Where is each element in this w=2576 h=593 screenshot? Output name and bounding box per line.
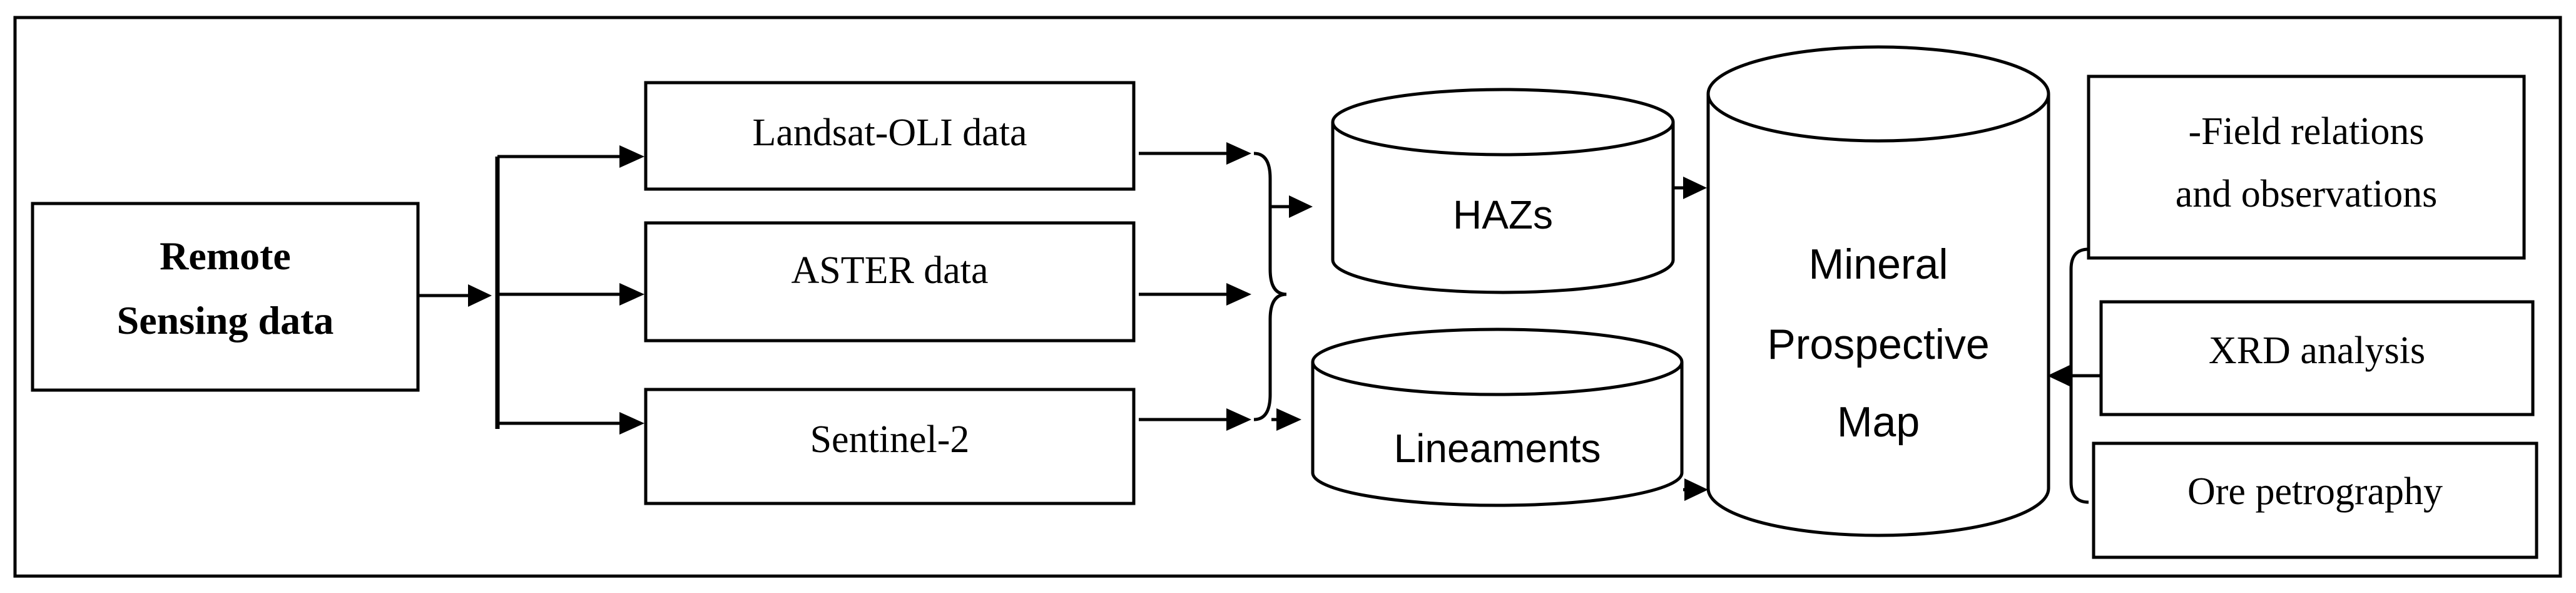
sentinel-label: Sentinel-2 [810, 418, 970, 461]
hazs-label: HAZs [1453, 192, 1553, 237]
remote-sensing-line1: Remote [160, 234, 291, 278]
aster-node: ASTER data [644, 221, 1136, 343]
aster-label: ASTER data [791, 249, 988, 292]
hazs-to-map-arrow [1674, 177, 1707, 199]
split-arrow-sentinel [497, 412, 644, 435]
mineral-map-node: Mineral Prospective Map [1706, 45, 2050, 537]
input-arrow-landsat [1139, 142, 1251, 165]
ore-petrography-label: Ore petrography [2187, 470, 2443, 513]
xrd-analysis-label: XRD analysis [2209, 329, 2425, 372]
xrd-analysis-node: XRD analysis [2099, 300, 2535, 416]
remote-sensing-node: Remote Sensing data [31, 202, 420, 392]
landsat-node: Landsat-OLI data [644, 81, 1136, 191]
remote-sensing-line2: Sensing data [117, 298, 334, 343]
lineaments-to-map-arrow [1683, 478, 1708, 501]
grouping-brace [1253, 152, 1287, 421]
sentinel-node: Sentinel-2 [644, 388, 1136, 505]
split-arrow-landsat [497, 145, 644, 168]
ore-petrography-node: Ore petrography [2092, 441, 2538, 559]
field-relations-line2: and observations [2176, 173, 2437, 215]
lineaments-label: Lineaments [1394, 426, 1601, 471]
brace-arrow-hazs [1271, 195, 1313, 218]
mineral-map-line1: Mineral [1809, 240, 1948, 288]
field-relations-line1: -Field relations [2188, 110, 2424, 153]
lineaments-node: Lineaments [1311, 327, 1684, 507]
mineral-map-line3: Map [1837, 398, 1920, 446]
field-relations-node: -Field relations and observations [2087, 75, 2526, 260]
mineral-map-line2: Prospective [1767, 321, 1989, 368]
split-arrow-aster [497, 283, 644, 306]
input-arrow-aster [1139, 283, 1251, 306]
landsat-label: Landsat-OLI data [753, 111, 1027, 154]
input-arrow-sentinel [1139, 408, 1251, 431]
hazs-node: HAZs [1331, 88, 1675, 294]
brace-arrow-lineaments [1271, 408, 1301, 431]
